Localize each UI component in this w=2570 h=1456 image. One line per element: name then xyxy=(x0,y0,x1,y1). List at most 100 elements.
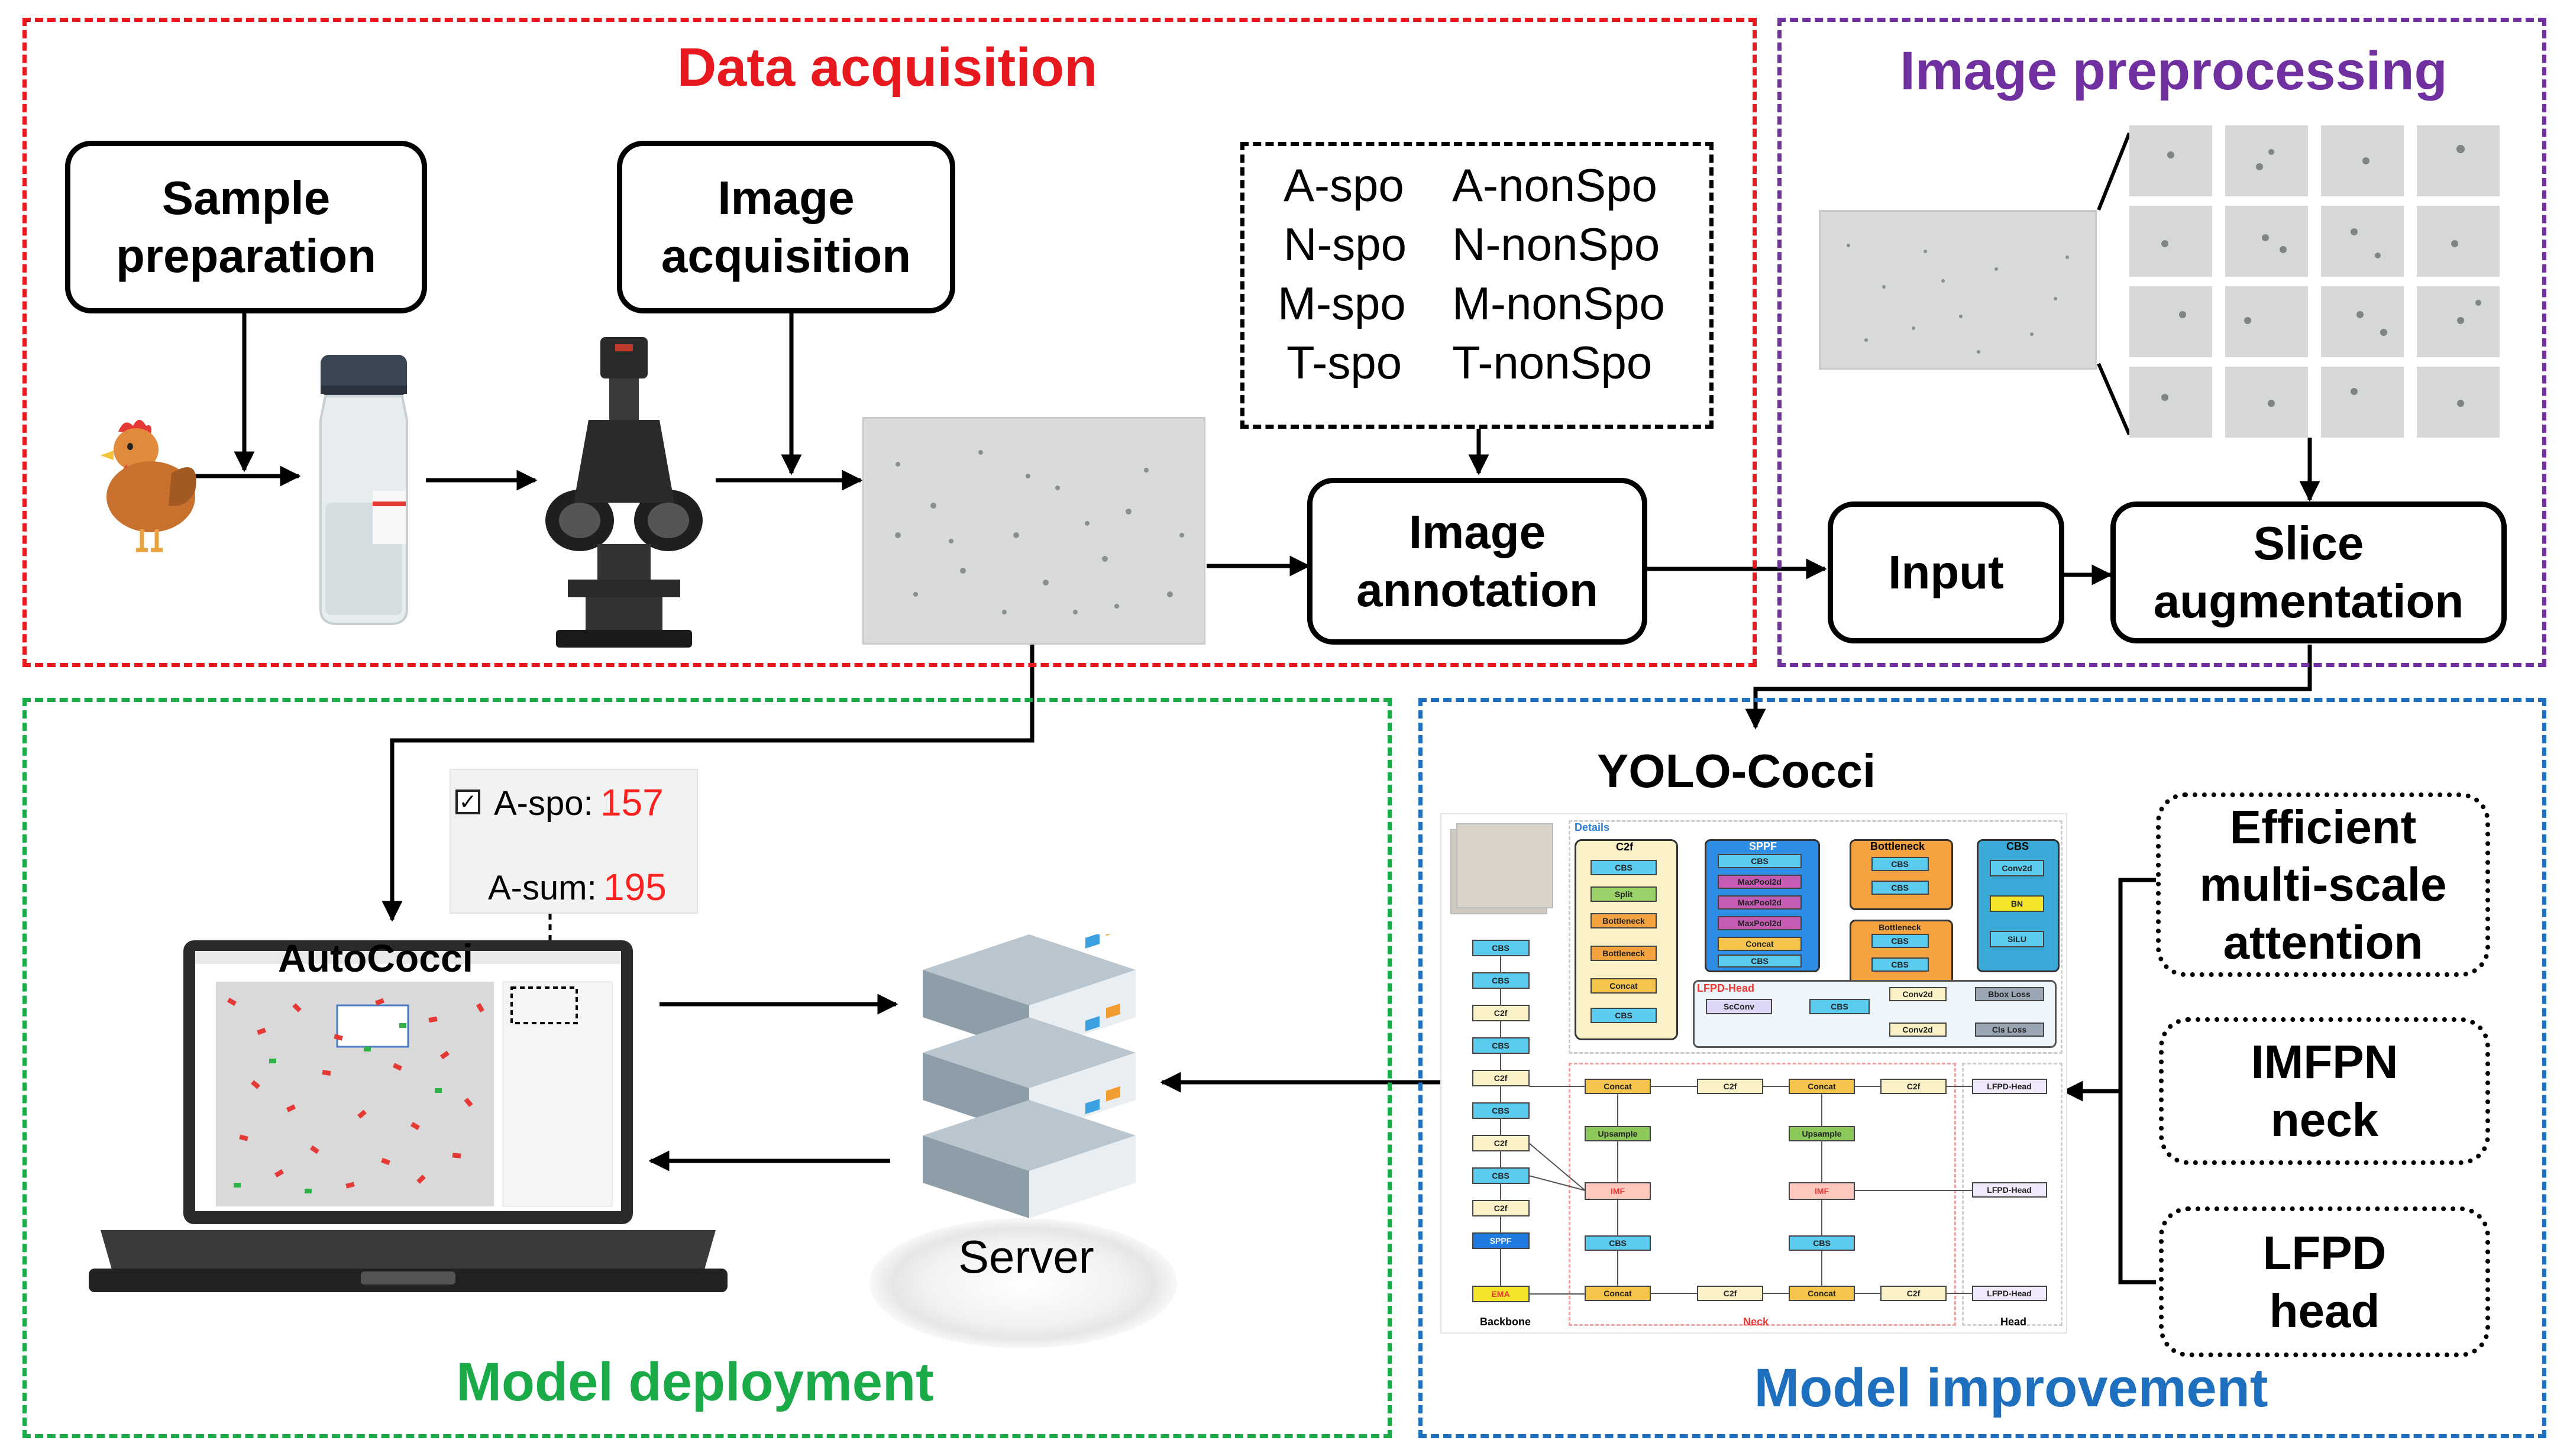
svg-text:Split: Split xyxy=(1615,889,1633,899)
panel-title-model-improvement: Model improvement xyxy=(1754,1358,2268,1418)
count-sum-label: A-sum: xyxy=(488,869,597,907)
svg-text:MaxPool2d: MaxPool2d xyxy=(1738,877,1782,886)
arch-head-label: Head xyxy=(2000,1316,2027,1328)
arch-backbone-label: Backbone xyxy=(1480,1316,1531,1328)
svg-text:CBS: CBS xyxy=(1615,1011,1632,1020)
class-n-nonspo: N-nonSpo xyxy=(1452,218,1660,270)
panel-data-acquisition xyxy=(22,18,1757,667)
svg-text:LFPD-Head: LFPD-Head xyxy=(1987,1082,2031,1091)
svg-text:CBS: CBS xyxy=(1891,883,1909,892)
arrow-modules-arch xyxy=(2064,878,2156,1284)
svg-text:CBS: CBS xyxy=(1891,960,1909,969)
server-label: Server xyxy=(958,1231,1094,1283)
module-lfpd-head: LFPD head xyxy=(2159,1206,2490,1357)
svg-text:CBS: CBS xyxy=(1751,856,1769,866)
zoom-line-bottom xyxy=(2097,363,2131,436)
svg-text:Conv2d: Conv2d xyxy=(1902,1025,1932,1034)
svg-text:C2f: C2f xyxy=(1724,1289,1737,1298)
svg-text:Concat: Concat xyxy=(1745,939,1774,949)
preprocess-source-cells xyxy=(1847,244,2069,354)
preprocess-source-image xyxy=(1819,210,2097,370)
svg-text:ScConv: ScConv xyxy=(1724,1002,1754,1011)
svg-text:Bottleneck: Bottleneck xyxy=(1602,916,1645,926)
arch-details-label: Details xyxy=(1575,821,1610,833)
arrow-image-app xyxy=(382,645,1035,922)
panel-title-data-acquisition: Data acquisition xyxy=(677,37,1098,98)
svg-text:Concat: Concat xyxy=(1609,981,1638,991)
svg-text:Concat: Concat xyxy=(1604,1289,1632,1298)
svg-text:IMF: IMF xyxy=(1611,1186,1625,1196)
svg-text:Bottleneck: Bottleneck xyxy=(1879,923,1921,932)
svg-text:CBS: CBS xyxy=(1751,956,1769,966)
svg-text:Bottleneck: Bottleneck xyxy=(1602,949,1645,958)
image-acquisition-box: Image acquisition xyxy=(617,141,955,313)
panel-title-image-preprocessing: Image preprocessing xyxy=(1900,41,2448,101)
server-base-glow xyxy=(869,1218,1177,1348)
arch-lfpd-label: LFPD-Head xyxy=(1697,982,1755,994)
count-sum-value: 195 xyxy=(603,866,667,908)
svg-text:Concat: Concat xyxy=(1808,1289,1836,1298)
microscope-image xyxy=(862,417,1205,645)
class-list-box xyxy=(1240,142,1714,429)
svg-text:Concat: Concat xyxy=(1604,1082,1632,1091)
svg-text:Conv2d: Conv2d xyxy=(2002,863,2032,873)
arch-bb-c2f-2: C2f xyxy=(1494,1073,1508,1083)
count-spo-label: A-spo: xyxy=(494,784,593,823)
svg-text:IMF: IMF xyxy=(1815,1186,1829,1196)
arch-bb-cbs-3: CBS xyxy=(1492,1041,1509,1050)
class-n-spo: N-spo xyxy=(1284,218,1407,270)
microscope-image-cells xyxy=(895,450,1184,614)
module-efficient-multiscale-attention: Efficient multi-scale attention xyxy=(2156,792,2490,977)
server-icon xyxy=(923,934,1136,1218)
svg-text:Upsample: Upsample xyxy=(1598,1129,1638,1138)
arch-bb-cbs-2: CBS xyxy=(1492,976,1509,985)
architecture-blocks: CBS CBS C2f CBS C2f CBS C2f CBS C2f SPPF… xyxy=(1472,854,2047,1302)
input-box: Input xyxy=(1828,501,2064,643)
zoom-line-top xyxy=(2097,132,2131,211)
svg-text:C2f: C2f xyxy=(1907,1082,1921,1091)
arch-bb-cbs-4: CBS xyxy=(1492,1106,1509,1115)
image-annotation-box: Image annotation xyxy=(1307,478,1647,645)
arch-bb-c2f-3: C2f xyxy=(1494,1138,1508,1148)
svg-text:Cls Loss: Cls Loss xyxy=(1992,1025,2027,1034)
svg-text:LFPD-Head: LFPD-Head xyxy=(1987,1185,2031,1195)
slice-augmentation-box: Slice augmentation xyxy=(2110,501,2507,643)
model-name: YOLO-Cocci xyxy=(1597,745,1876,797)
module-imfpn-neck: IMFPN neck xyxy=(2159,1017,2490,1165)
app-name: AutoCocci xyxy=(278,936,473,980)
svg-text:MaxPool2d: MaxPool2d xyxy=(1738,918,1782,928)
svg-text:Upsample: Upsample xyxy=(1802,1129,1842,1138)
class-a-spo: A-spo xyxy=(1284,159,1404,211)
class-t-nonspo: T-nonSpo xyxy=(1452,337,1653,389)
class-a-nonspo: A-nonSpo xyxy=(1452,159,1657,211)
svg-text:CBS: CBS xyxy=(1891,936,1909,946)
sample-preparation-box: Sample preparation xyxy=(65,141,427,313)
panel-title-model-deployment: Model deployment xyxy=(456,1352,934,1412)
svg-text:BN: BN xyxy=(2011,899,2023,908)
arch-bb-sppf: SPPF xyxy=(1490,1236,1512,1245)
class-t-spo: T-spo xyxy=(1286,337,1402,389)
sample-bottle-icon xyxy=(319,355,408,625)
svg-text:CBS: CBS xyxy=(1609,1238,1627,1248)
class-m-spo: M-spo xyxy=(1278,277,1406,329)
svg-text:CBS: CBS xyxy=(1615,863,1632,872)
chicken-icon xyxy=(101,420,196,552)
panel-model-improvement xyxy=(1418,698,2546,1438)
panel-model-deployment xyxy=(22,698,1392,1438)
arch-bb-c2f-1: C2f xyxy=(1494,1008,1508,1018)
count-callout xyxy=(450,769,698,914)
arch-neck-label: Neck xyxy=(1743,1316,1769,1328)
class-m-nonspo: M-nonSpo xyxy=(1452,277,1665,329)
svg-text:Concat: Concat xyxy=(1808,1082,1836,1091)
arch-bb-cbs-1: CBS xyxy=(1492,943,1509,953)
svg-text:Conv2d: Conv2d xyxy=(1902,989,1932,999)
arch-bb-cbs-5: CBS xyxy=(1492,1171,1509,1180)
count-checkbox[interactable]: ✓ xyxy=(455,790,480,814)
microscope-icon xyxy=(545,337,703,648)
detection-markers xyxy=(227,998,484,1193)
arch-bb-c2f-4: C2f xyxy=(1494,1203,1508,1213)
svg-text:CBS: CBS xyxy=(1891,859,1909,869)
count-spo-value: 157 xyxy=(600,781,664,824)
svg-text:MaxPool2d: MaxPool2d xyxy=(1738,898,1782,907)
svg-text:LFPD-Head: LFPD-Head xyxy=(1987,1289,2031,1298)
